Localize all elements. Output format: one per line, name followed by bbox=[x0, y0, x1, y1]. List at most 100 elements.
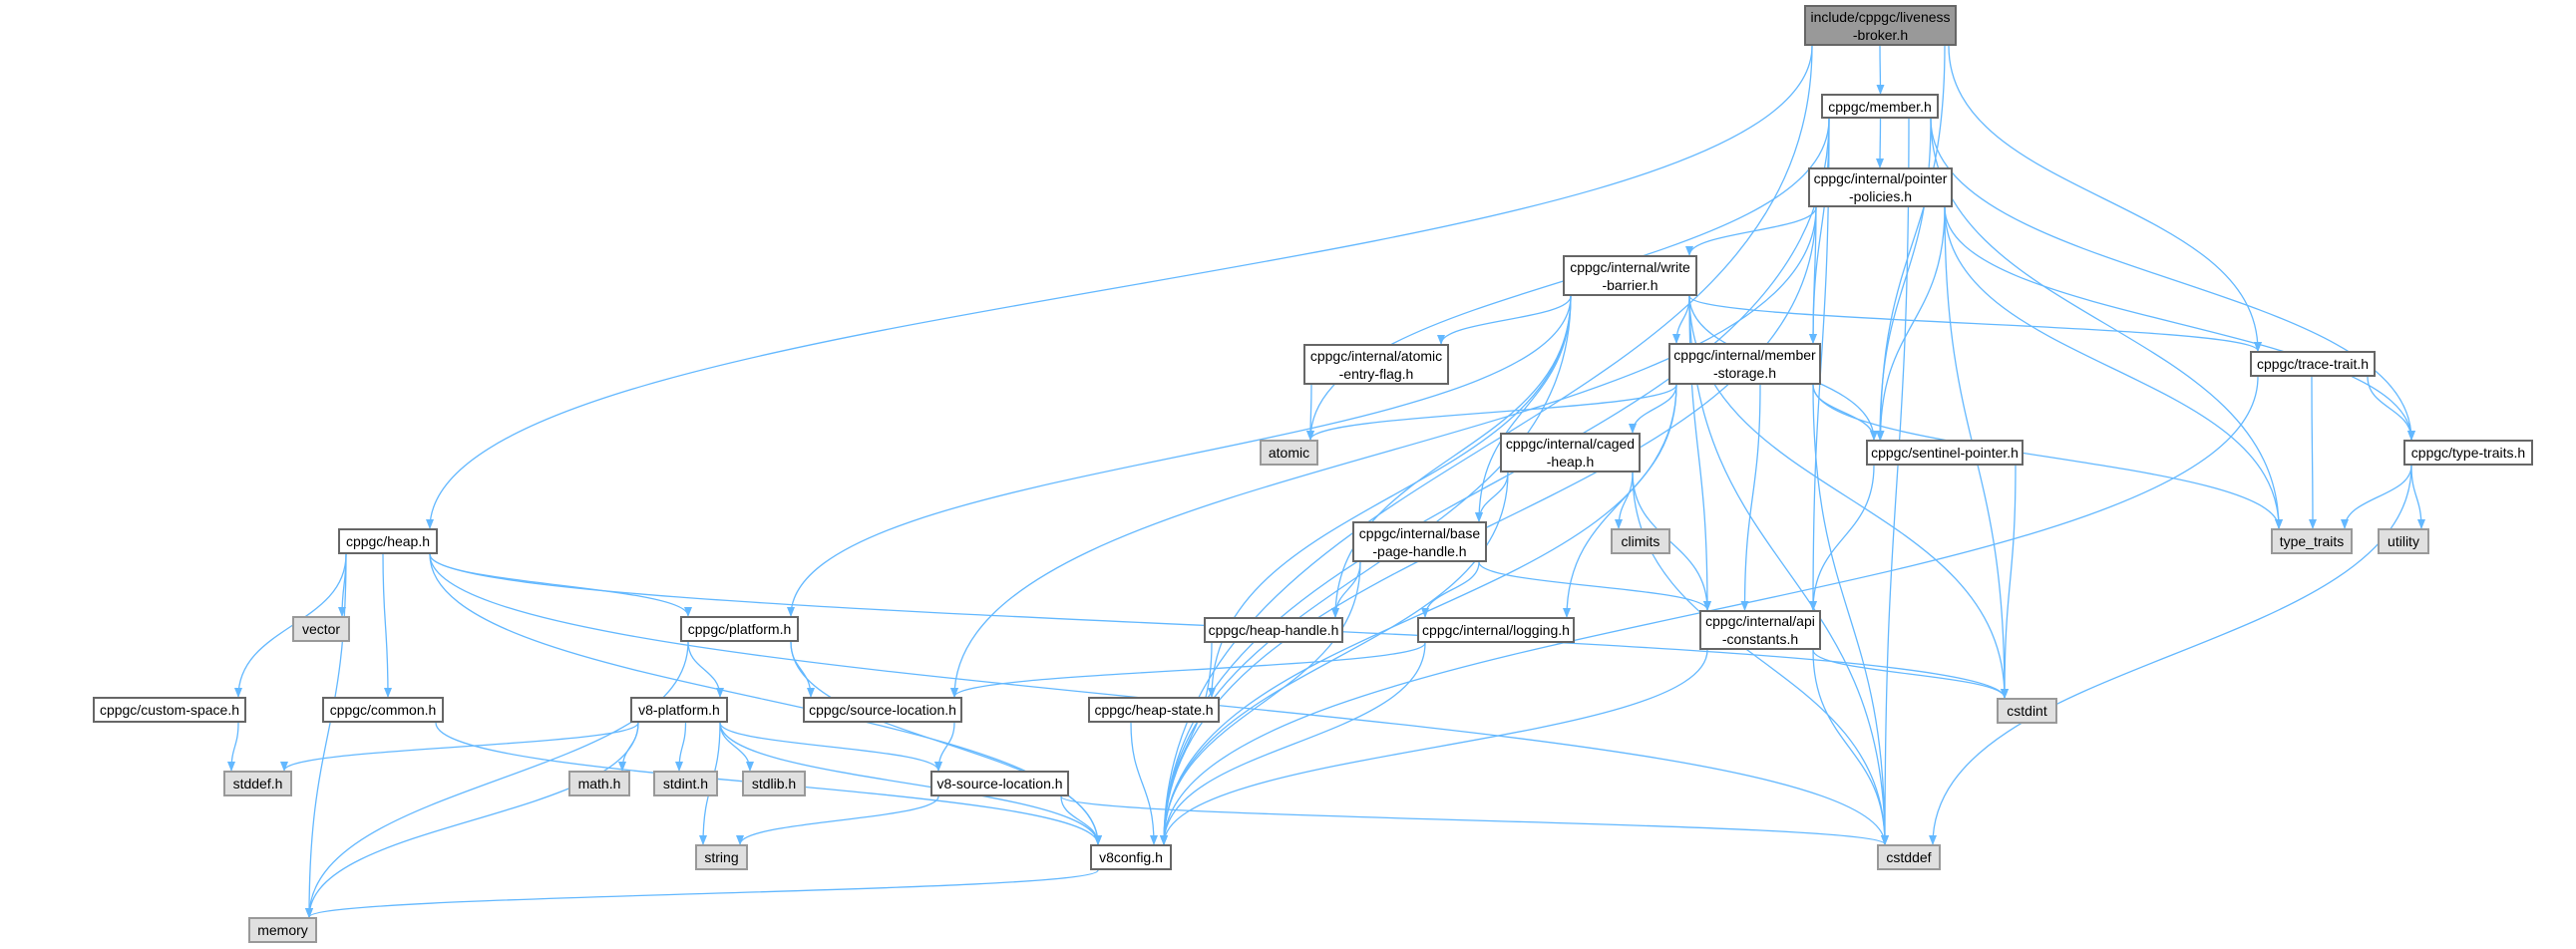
node-string: string bbox=[695, 844, 748, 870]
node-common[interactable]: cppgc/common.h bbox=[322, 697, 444, 723]
edge-writebarrier-to-platform bbox=[787, 295, 1572, 617]
edge-v8platform-to-v8config bbox=[719, 722, 1102, 845]
edge-cagedheap-to-v8config bbox=[1160, 472, 1509, 845]
edge-writebarrier-to-tracetrait bbox=[1688, 295, 2262, 352]
edge-typetraitsh-to-utility bbox=[2410, 465, 2425, 529]
node-vector: vector bbox=[292, 616, 350, 642]
edge-heapstate-to-v8config bbox=[1130, 722, 1158, 845]
node-v8config[interactable]: v8config.h bbox=[1090, 844, 1172, 870]
node-atomicflag[interactable]: cppgc/internal/atomic -entry-flag.h bbox=[1303, 344, 1449, 385]
edge-tracetrait-to-typetraitsh bbox=[2367, 376, 2415, 441]
edge-policies-to-writebarrier bbox=[1685, 206, 1817, 256]
edge-platform-to-memory bbox=[305, 641, 689, 918]
edge-memberstorage-to-cstddef bbox=[1812, 384, 1889, 845]
node-v8srcloc[interactable]: v8-source-location.h bbox=[930, 771, 1069, 796]
edge-sentinel-to-cstdint bbox=[2001, 465, 2017, 699]
edge-policies-to-sourceloc bbox=[950, 206, 1817, 698]
node-logging[interactable]: cppgc/internal/logging.h bbox=[1417, 617, 1575, 643]
edge-platform-to-v8platform bbox=[687, 641, 724, 698]
edge-memberstorage-to-v8config bbox=[1160, 384, 1677, 845]
edge-heap-to-platform bbox=[429, 553, 692, 617]
edge-writebarrier-to-memberstorage bbox=[1672, 295, 1690, 344]
edge-typetraitsh-to-type_traits bbox=[2341, 465, 2412, 529]
edge-heap-to-v8config bbox=[429, 553, 1102, 845]
node-heapstate[interactable]: cppgc/heap-state.h bbox=[1088, 697, 1220, 723]
edge-v8config-to-memory bbox=[305, 869, 1099, 918]
node-member[interactable]: cppgc/member.h bbox=[1821, 94, 1939, 119]
edge-memberstorage-to-type_traits bbox=[1812, 384, 2283, 529]
edge-basepage-to-v8config bbox=[1160, 561, 1361, 845]
node-type-traits: type_traits bbox=[2271, 528, 2353, 554]
edge-memberstorage-to-cagedheap bbox=[1629, 384, 1677, 434]
edge-member-to-cstddef bbox=[1881, 118, 1910, 845]
node-cstddef: cstddef bbox=[1877, 844, 1941, 870]
edge-policies-to-sentinel bbox=[1876, 206, 1946, 441]
node-atomic: atomic bbox=[1260, 440, 1318, 466]
edge-api-to-v8config bbox=[1160, 649, 1708, 845]
edge-liveness-to-tracetrait bbox=[1948, 45, 2262, 352]
edge-logging-to-sourceloc bbox=[950, 642, 1426, 698]
edge-policies-to-typetraitsh bbox=[1944, 206, 2415, 441]
node-math: math.h bbox=[568, 771, 630, 796]
node-memberstorage[interactable]: cppgc/internal/member -storage.h bbox=[1668, 343, 1821, 385]
node-typetraitsh[interactable]: cppgc/type-traits.h bbox=[2403, 440, 2533, 466]
edge-liveness-to-v8config bbox=[1160, 45, 1813, 845]
node-cstdint: cstdint bbox=[1997, 698, 2057, 724]
node-platform[interactable]: cppgc/platform.h bbox=[680, 616, 799, 642]
edge-sentinel-to-api bbox=[1809, 465, 1875, 611]
node-stdint: stdint.h bbox=[653, 771, 718, 796]
node-memory: memory bbox=[248, 917, 317, 943]
node-writebarrier[interactable]: cppgc/internal/write -barrier.h bbox=[1563, 255, 1697, 296]
edge-basepage-to-logging bbox=[1421, 561, 1480, 618]
edge-policies-to-type_traits bbox=[1944, 206, 2283, 529]
edge-tracetrait-to-type_traits bbox=[2308, 376, 2317, 529]
edge-heaphandle-to-v8config bbox=[1160, 642, 1213, 845]
edge-writebarrier-to-cstddef bbox=[1688, 295, 1889, 845]
edge-v8srcloc-to-string bbox=[736, 795, 939, 845]
edge-liveness-to-heap bbox=[426, 45, 1813, 529]
edge-member-to-policies bbox=[1876, 118, 1885, 168]
node-cagedheap[interactable]: cppgc/internal/caged -heap.h bbox=[1500, 433, 1641, 473]
edge-sourceloc-to-v8srcloc bbox=[934, 722, 955, 772]
node-sourceloc[interactable]: cppgc/source-location.h bbox=[803, 697, 962, 723]
edge-api-to-cstddef bbox=[1812, 649, 1889, 845]
node-api[interactable]: cppgc/internal/api -constants.h bbox=[1699, 610, 1821, 650]
edge-basepage-to-api bbox=[1478, 561, 1711, 611]
edge-platform-to-sourceloc bbox=[790, 641, 815, 698]
edge-memberstorage-to-sentinel bbox=[1812, 384, 1878, 441]
edge-v8platform-to-stdint bbox=[675, 722, 687, 772]
edge-heap-to-memory bbox=[305, 553, 347, 918]
node-climits: climits bbox=[1611, 528, 1670, 554]
edge-api-to-cstdint bbox=[1812, 649, 2009, 699]
node-utility: utility bbox=[2378, 528, 2429, 554]
edge-v8platform-to-memory bbox=[305, 722, 639, 918]
edge-custom-to-stddef bbox=[227, 722, 239, 772]
edge-v8srcloc-to-cstddef bbox=[1060, 795, 1889, 845]
edge-memberstorage-to-atomic bbox=[1306, 384, 1677, 441]
node-heap[interactable]: cppgc/heap.h bbox=[338, 528, 438, 554]
edge-v8platform-to-v8srcloc bbox=[719, 722, 942, 772]
node-stdlib: stdlib.h bbox=[742, 771, 806, 796]
edge-writebarrier-to-atomicflag bbox=[1437, 295, 1572, 345]
node-heaphandle[interactable]: cppgc/heap-handle.h bbox=[1204, 617, 1343, 643]
node-stddef: stddef.h bbox=[223, 771, 292, 796]
node-sentinel[interactable]: cppgc/sentinel-pointer.h bbox=[1866, 440, 2024, 466]
edge-v8srcloc-to-v8config bbox=[1060, 795, 1102, 845]
node-liveness: include/cppgc/liveness -broker.h bbox=[1804, 5, 1957, 46]
edge-policies-to-v8config bbox=[1160, 206, 1817, 845]
edge-writebarrier-to-v8config bbox=[1160, 295, 1572, 845]
edge-logging-to-v8config bbox=[1160, 642, 1426, 845]
edge-v8platform-to-stdlib bbox=[719, 722, 754, 772]
node-basepage[interactable]: cppgc/internal/base -page-handle.h bbox=[1352, 521, 1487, 562]
node-tracetrait[interactable]: cppgc/trace-trait.h bbox=[2250, 351, 2376, 377]
edge-policies-to-memberstorage bbox=[1809, 206, 1818, 344]
edge-platform-to-v8config bbox=[790, 641, 1102, 845]
node-custom[interactable]: cppgc/custom-space.h bbox=[93, 697, 246, 723]
edge-v8platform-to-stddef bbox=[280, 722, 639, 772]
edge-cagedheap-to-basepage bbox=[1475, 472, 1509, 522]
edge-heap-to-common bbox=[382, 553, 392, 698]
node-policies[interactable]: cppgc/internal/pointer -policies.h bbox=[1808, 167, 1953, 207]
node-v8platform[interactable]: v8-platform.h bbox=[630, 697, 728, 723]
